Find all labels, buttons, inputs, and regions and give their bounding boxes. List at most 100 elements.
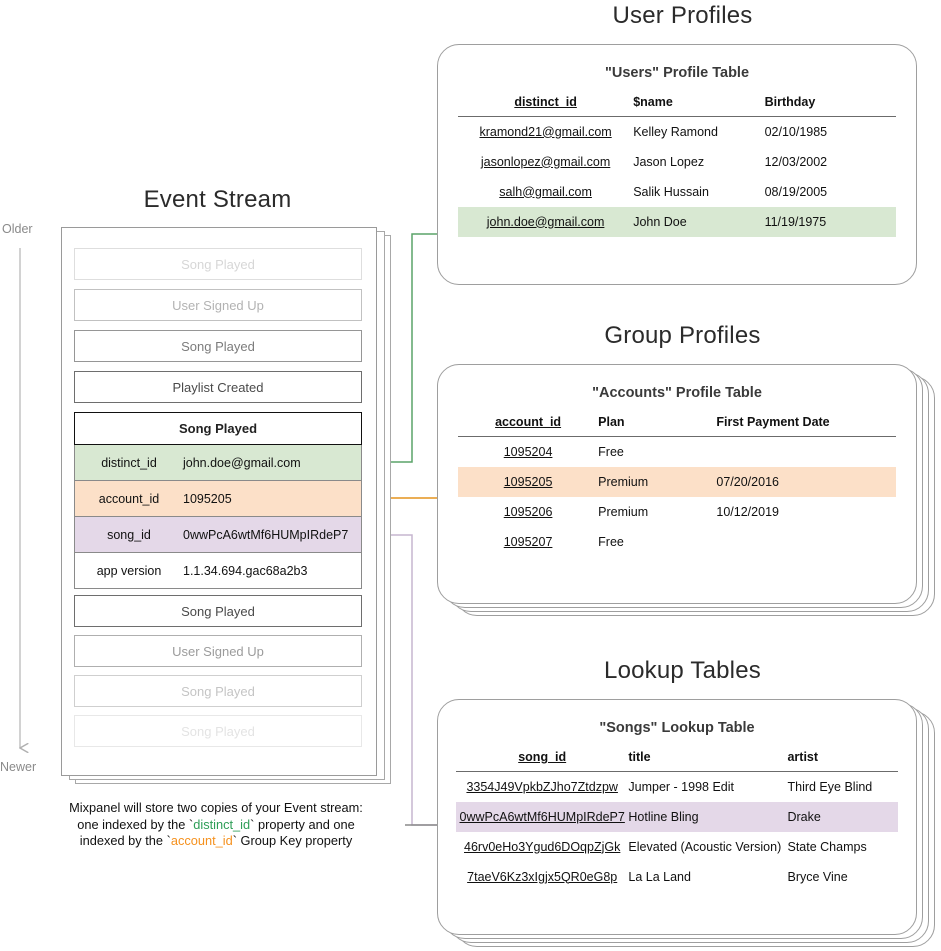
row-key-cell: 3354J49VpkbZJho7Ztdzpw [466, 779, 618, 794]
row-key-cell: kramond21@gmail.com [479, 124, 612, 139]
row-key-cell: salh@gmail.com [499, 184, 592, 199]
property-value: 1095205 [183, 491, 232, 506]
row-key-cell: john.doe@gmail.com [458, 206, 634, 237]
row-key-cell: 46rv0eHo3Ygud6DOqpZjGk [464, 839, 621, 854]
property-key: distinct_id [101, 455, 157, 470]
table-row: jasonlopez@gmail.com Jason Lopez 12/03/200… [458, 147, 896, 177]
caption-line-2: one indexed by the `distinct_id` propert… [77, 816, 355, 832]
caption-line-1: Mixpanel will store two copies of your E… [69, 800, 363, 815]
event-card[interactable]: Playlist Created [74, 371, 362, 403]
users-card-face: "Users" Profile Table distinct_id $name Bi… [437, 44, 917, 285]
accounts-table-title: "Accounts" Profile Table [592, 385, 762, 401]
row-cell: Third Eye Blind [787, 779, 873, 794]
songs-table-title: "Songs" Lookup Table [599, 720, 755, 736]
property-value: 1.1.34.694.gac68a2b3 [183, 563, 308, 578]
caption-line-3: indexed by the `account_id` Group Key pr… [79, 833, 353, 848]
column-header-birthday: Birthday [764, 95, 816, 109]
row-cell: Drake [787, 801, 898, 832]
table-row: 46rv0eHo3Ygud6DOqpZjGk Elevated (Acoustic… [456, 832, 898, 862]
table-row: 1095204 Free [458, 437, 896, 467]
users-table-title: "Users" Profile Table [604, 65, 750, 81]
row-cell: Premium [598, 466, 717, 497]
event-property-row: distinct_id john.doe@gmail.com [74, 445, 362, 481]
event-card[interactable]: User Signed Up [74, 289, 362, 321]
row-cell: Salik Hussain [633, 184, 709, 199]
songs-table: song_id title artist 3354J49VpkbZJho7Ztdzp… [456, 736, 898, 892]
column-header-plan: Plan [598, 415, 625, 429]
row-cell: Jumper - 1998 Edit [628, 779, 734, 794]
event-card[interactable]: Song Played [74, 675, 362, 707]
users-table: distinct_id $name Birthday kramond21@gmail… [458, 81, 896, 237]
column-header-song-id: song_id [518, 750, 567, 764]
axis-label-newer: Newer [0, 760, 37, 774]
row-cell [716, 437, 896, 467]
row-key-cell: 1095206 [503, 504, 553, 519]
row-cell: 12/03/2002 [764, 154, 828, 169]
accounts-table-header: account_id Plan First Payment Date [458, 401, 896, 437]
event-property-row: song_id 0wwPcA6wtMf6HUMpIRdeP7 [74, 517, 362, 553]
caption-account-id: account_id [170, 833, 233, 848]
table-row: salh@gmail.com Salik Hussain 08/19/2005 [458, 177, 896, 207]
accounts-table: account_id Plan First Payment Date 1095204… [458, 401, 896, 557]
row-cell: 08/19/2005 [764, 184, 828, 199]
table-row: kramond21@gmail.com Kelley Ramond 02/10/19… [458, 117, 896, 147]
column-header-account-id: account_id [495, 415, 562, 429]
users-table-header: distinct_id $name Birthday [458, 81, 896, 117]
row-cell: Premium [598, 504, 649, 519]
row-cell: Free [598, 444, 624, 459]
column-header-first-payment-date: First Payment Date [716, 415, 830, 429]
column-header--name: $name [633, 95, 673, 109]
column-header-artist: artist [787, 750, 819, 764]
row-cell: Elevated (Acoustic Version) [628, 839, 782, 854]
row-cell: Free [598, 534, 624, 549]
property-value: john.doe@gmail.com [183, 455, 301, 470]
row-cell: Kelley Ramond [633, 124, 718, 139]
row-cell [716, 527, 896, 557]
event-stream-caption: Mixpanel will store two copies of your E… [36, 800, 396, 850]
property-key: app version [96, 563, 162, 578]
event-card[interactable]: User Signed Up [74, 635, 362, 667]
row-key-cell: 1095207 [503, 534, 553, 549]
property-key: song_id [107, 527, 151, 542]
row-cell: John Doe [633, 206, 765, 237]
row-cell: Jason Lopez [633, 154, 705, 169]
user-profiles-title: User Profiles [612, 2, 753, 29]
event-card[interactable]: Song Played [74, 330, 362, 362]
row-cell: 07/20/2016 [716, 466, 896, 497]
column-header-distinct-id: distinct_id [514, 95, 577, 109]
event-card[interactable]: Song Played [74, 715, 362, 747]
selected-event-header[interactable]: Song Played [74, 412, 362, 445]
row-key-cell: 1095204 [503, 444, 553, 459]
row-cell: 10/12/2019 [716, 504, 779, 519]
event-card[interactable]: Song Played [74, 595, 362, 627]
lookup-tables-title: Lookup Tables [604, 657, 761, 684]
row-key-cell: 7taeV6Kz3xIgjx5QR0eG8p [467, 869, 618, 884]
row-cell: 11/19/1975 [764, 206, 896, 237]
event-card[interactable]: Song Played [74, 248, 362, 280]
row-key-cell: jasonlopez@gmail.com [480, 154, 611, 169]
event-property-row: app version 1.1.34.694.gac68a2b3 [74, 553, 362, 589]
column-header-title: title [628, 750, 651, 764]
row-cell: State Champs [787, 839, 867, 854]
group-profiles-title: Group Profiles [604, 322, 761, 349]
event-stream-title: Event Stream [143, 186, 292, 213]
table-row: 1095207 Free [458, 527, 896, 557]
row-cell: Hotline Bling [628, 801, 788, 832]
songs-table-header: song_id title artist [456, 736, 898, 772]
songs-card: "Songs" Lookup Table song_id title artist … [437, 699, 935, 949]
row-cell: Bryce Vine [787, 869, 848, 884]
row-cell: 02/10/1985 [764, 124, 828, 139]
row-key-cell: 0wwPcA6wtMf6HUMpIRdeP7 [456, 801, 629, 832]
row-key-cell: 1095205 [458, 466, 599, 497]
table-row: 3354J49VpkbZJho7Ztdzpw Jumper - 1998 Edit… [456, 772, 898, 802]
property-value: 0wwPcA6wtMf6HUMpIRdeP7 [183, 527, 349, 542]
